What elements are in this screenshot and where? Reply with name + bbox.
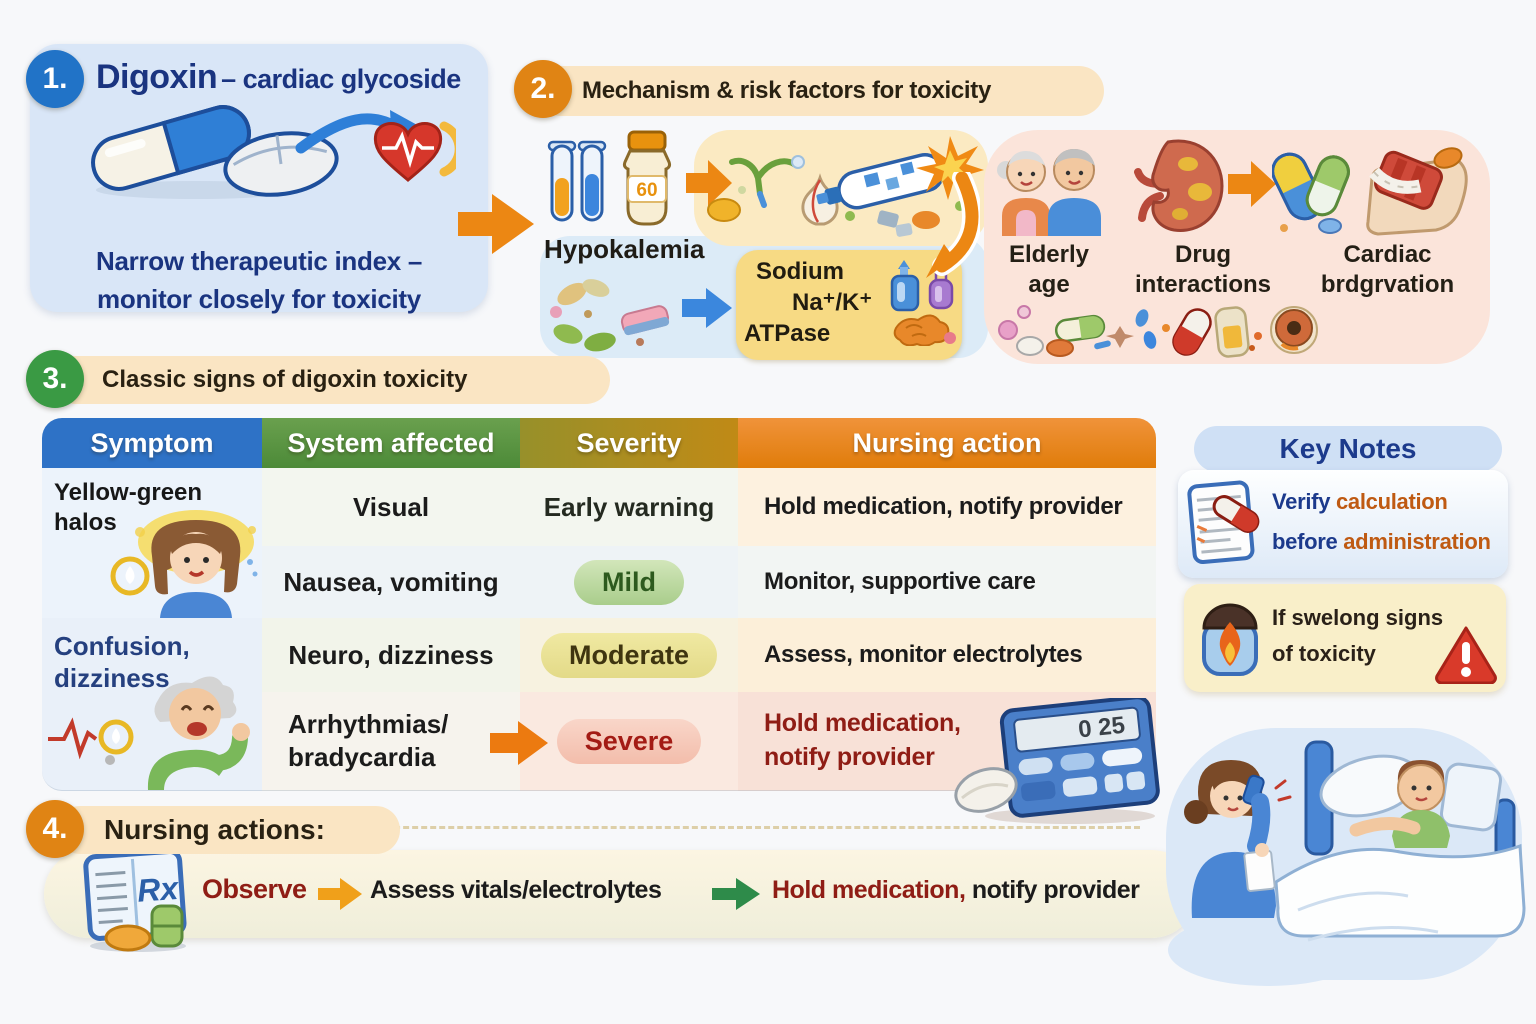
action-cell-4: Hold medication, notify provider 0 25 <box>738 692 1160 824</box>
flow-arrow-orange <box>318 878 362 910</box>
eraser-icon <box>620 305 670 336</box>
key-note-toxicity: If swelong signs of toxicity <box>1184 584 1506 692</box>
cup-icon <box>928 272 954 310</box>
pill-bottle-icon: 60 <box>622 130 672 226</box>
assorted-pills-row <box>998 305 1318 358</box>
key-note-verify: Verify calculation before administration <box>1178 470 1508 578</box>
confused-elder-illustration <box>147 676 250 790</box>
cell-donut-icon <box>1270 306 1318 354</box>
section1-card: Digoxin – cardiac glycoside Narro <box>30 44 488 314</box>
curved-arrow-to-sodium <box>926 172 980 278</box>
sodium-line3: ATPase <box>744 320 831 347</box>
severity-badge-moderate: Moderate <box>540 632 718 678</box>
section1-title: Digoxin – cardiac glycoside <box>96 58 496 97</box>
col-header-symptom: Symptom <box>42 418 262 468</box>
pill-icon <box>707 198 741 222</box>
sodium-box-icons <box>890 260 956 346</box>
capsule-icon <box>91 105 251 191</box>
ecg-squiggle-icon <box>48 717 134 765</box>
section2-title: Mechanism & risk factors for toxicity <box>582 77 992 104</box>
system-cell-2: Nausea, vomiting <box>262 546 521 619</box>
severity-cell-4: Severe <box>520 692 739 791</box>
key-notes-header: Key Notes <box>1194 426 1502 472</box>
crab-icon <box>893 314 950 346</box>
nurse-patient-illustration <box>1166 728 1526 986</box>
section3-title: Classic signs of digoxin toxicity <box>102 366 468 393</box>
nursing-actions-flowbar <box>44 850 1196 938</box>
rx-symbol: Rx <box>136 870 181 909</box>
clipboard-capsule-icon <box>1187 480 1260 564</box>
dropper-icon <box>890 260 920 312</box>
warning-triangle-icon <box>1435 626 1497 684</box>
section4-heading-bar: Nursing actions: <box>56 806 400 854</box>
risk-drug-interactions-label: Drug interactions <box>1134 241 1272 298</box>
action-cell-3: Assess, monitor electrolytes <box>738 618 1156 693</box>
arrow-bottle-to-burst <box>686 160 732 206</box>
section1-text-line2: monitor closely for toxicity <box>97 284 421 314</box>
test-tubes-icon <box>547 140 607 222</box>
flow-arrow-green <box>712 878 760 910</box>
arrow-kidney-to-pills <box>1228 161 1276 207</box>
col-header-system: System affected <box>262 418 520 468</box>
action-cell-2: Monitor, supportive care <box>738 546 1156 619</box>
severity-badge-mild: Mild <box>574 559 684 605</box>
sodium-line1: Sodium <box>756 258 844 285</box>
flow-step-observe: Observe <box>202 874 307 904</box>
severity-cell-3: Moderate <box>520 618 739 693</box>
section1-badge: 1. <box>26 50 84 108</box>
alert-lamp-icon <box>1202 603 1258 676</box>
symptom-cell-confusion: Confusion, dizziness <box>42 618 263 791</box>
interacting-pills-icon <box>1272 152 1350 234</box>
crescent-icon <box>439 121 456 177</box>
severity-cell-2: Mild <box>520 546 739 619</box>
section2-badge: 2. <box>514 60 572 118</box>
elderly-couple-icon <box>997 149 1101 236</box>
key-note-verify-text: Verify calculation before administration <box>1272 489 1491 554</box>
symptom-cell-halos: Yellow-green halos <box>42 468 263 619</box>
toxicity-signs-table: Symptom System affected Severity Nursing… <box>42 418 1160 824</box>
col-header-severity: Severity <box>520 418 738 468</box>
key-note-toxicity-text: If swelong signs of toxicity <box>1272 605 1444 666</box>
section1-text-line1: Narrow therapeutic index – <box>96 246 422 276</box>
bottle-label: 60 <box>636 180 657 201</box>
hospital-bed-icon <box>1304 740 1516 912</box>
sodium-line2: Na⁺/K⁺ <box>792 289 873 316</box>
rx-notepad-icon: Rx <box>83 842 187 952</box>
col-header-action: Nursing action <box>738 418 1156 468</box>
dashed-connector-line <box>358 826 1140 829</box>
risk-elderly-label: Elderly age <box>1008 241 1090 298</box>
hypokalemia-label: Hypokalemia <box>544 234 705 264</box>
section2-heading-bar: Mechanism & risk factors for toxicity <box>536 66 1104 116</box>
sodium-pump-box: Sodium Na⁺/K⁺ ATPase <box>736 250 962 360</box>
section4-title: Nursing actions: <box>104 814 325 845</box>
system-cell-3: Neuro, dizziness <box>262 618 521 693</box>
drug-name: Digoxin <box>96 58 218 96</box>
bandaged-arm-icon <box>1366 147 1468 236</box>
kidney-icon <box>1134 139 1224 232</box>
drug-class: – cardiac glycoside <box>221 64 461 94</box>
section3-badge: 3. <box>26 350 84 408</box>
section4-badge: 4. <box>26 800 84 858</box>
calculator-display: 0 25 <box>1077 712 1126 744</box>
flow-step-assess: Assess vitals/electrolytes <box>370 876 662 904</box>
halo-vision-illustration <box>110 510 258 618</box>
flow-step-hold: Hold medication, notify provider <box>772 876 1140 904</box>
system-cell-1: Visual <box>262 468 521 547</box>
heart-ecg-icon <box>373 122 443 182</box>
system-cell-4: Arrhythmias/ bradycardia <box>262 692 548 791</box>
blanket <box>1274 843 1526 938</box>
section3-heading-bar: Classic signs of digoxin toxicity <box>52 356 610 404</box>
nurse-icon <box>1184 760 1292 918</box>
depleted-potassium-illustration <box>550 279 670 352</box>
flow-arrow-section1-to-2 <box>458 194 534 254</box>
arrow-to-sodium-box <box>682 288 732 328</box>
risk-cardiac-label: Cardiac brdgrvation <box>1320 241 1455 298</box>
severity-cell-1: Early warning <box>520 468 739 547</box>
action-cell-1: Hold medication, notify provider <box>738 468 1156 547</box>
patient-icon <box>1349 760 1450 848</box>
severity-badge-severe: Severe <box>556 718 702 764</box>
pills-heart-illustration <box>91 105 456 199</box>
calculator-illustration: 0 25 <box>954 698 1160 824</box>
severe-arrow-icon <box>490 721 548 765</box>
